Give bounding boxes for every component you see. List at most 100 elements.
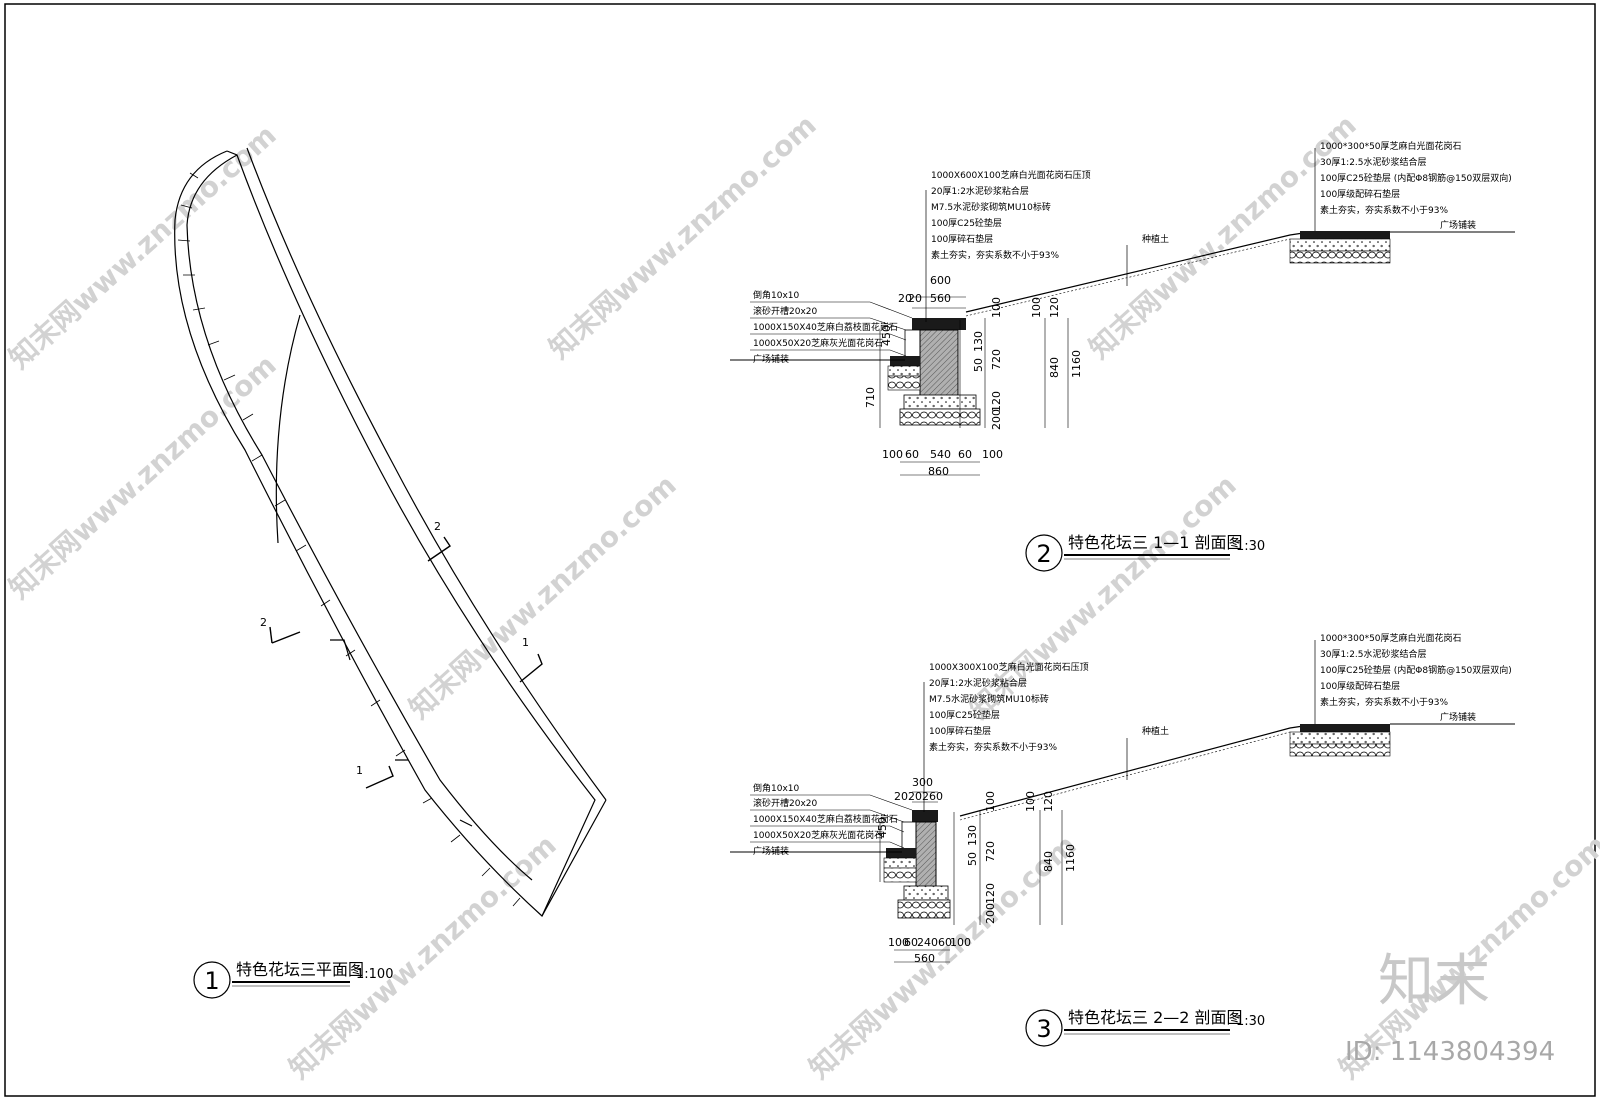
dim-bottom-total: 860	[928, 465, 949, 478]
section-1-drawing	[730, 148, 1515, 476]
sheet-border	[4, 3, 1596, 1097]
section-2-dimensions: 300 20 20 260 100 60 240 60 100 560 450 …	[876, 776, 1077, 965]
dim-left: 450	[880, 325, 893, 346]
paving-note: 1000*300*50厚芝麻白光面花岗石	[1320, 632, 1462, 644]
section-2-title: 特色花坛三 2—2 剖面图	[1068, 1008, 1243, 1027]
dim-vert: 200	[990, 409, 1003, 430]
watermark-text: 知末网www.znzmo.com	[3, 118, 283, 375]
dim-top: 300	[912, 776, 933, 789]
section-2-drawing	[730, 640, 1515, 963]
left-note: 倒角10x10	[753, 782, 800, 794]
dim-vert: 100	[1030, 297, 1043, 318]
dim-bottom: 540	[930, 448, 951, 461]
dim-bottom-total: 560	[914, 952, 935, 965]
dim-top: 20	[908, 790, 922, 803]
cap-note: 素土夯实，夯实系数不小于93%	[929, 741, 1057, 753]
left-note: 1000X150X40芝麻白荔枝面花岗石	[753, 321, 898, 333]
left-note: 1000X150X40芝麻白荔枝面花岗石	[753, 813, 898, 825]
watermark-text: 知末网www.znzmo.com	[283, 828, 563, 1085]
paving-note: 30厚1:2.5水泥砂浆结合层	[1320, 156, 1427, 168]
cap-note: 20厚1:2水泥砂浆粘合层	[931, 185, 1029, 197]
section-2-title-block: 3 特色花坛三 2—2 剖面图 1:30	[1025, 1008, 1265, 1047]
dim-bottom: 60	[958, 448, 972, 461]
dim-vert: 120	[984, 883, 997, 904]
dim-vert: 130	[966, 825, 979, 846]
dim-top: 260	[922, 790, 943, 803]
watermark-text: 知末网www.znzmo.com	[803, 828, 1083, 1085]
dim-bottom: 100	[888, 936, 909, 949]
cap-note: M7.5水泥砂浆砌筑MU10标砖	[931, 201, 1051, 213]
paving-note: 100厚级配碎石垫层	[1320, 188, 1400, 200]
paving-note: 素土夯实，夯实系数不小于93%	[1320, 696, 1448, 708]
dim-vert: 50	[966, 852, 979, 866]
dim-vert: 100	[990, 297, 1003, 318]
dim-top: 560	[930, 292, 951, 305]
section-1-paving-notes: 1000*300*50厚芝麻白光面花岗石 30厚1:2.5水泥砂浆结合层 100…	[1142, 140, 1512, 245]
dim-top: 20	[894, 790, 908, 803]
paving-note: 100厚级配碎石垫层	[1320, 680, 1400, 692]
section-1-title-block: 2 特色花坛三 1—1 剖面图 1:30	[1025, 533, 1265, 572]
dim-vert: 720	[990, 349, 1003, 370]
plan-title: 特色花坛三平面图	[236, 960, 364, 979]
section-mark-label: 1	[522, 636, 529, 649]
watermark-id: ID: 1143804394	[1345, 1037, 1555, 1067]
dim-bottom: 100	[882, 448, 903, 461]
section-2-cap-notes: 1000X300X100芝麻白光面花岗石压顶 20厚1:2水泥砂浆粘合层 M7.…	[929, 661, 1089, 753]
dim-bottom: 60	[938, 936, 952, 949]
section-2-paving-notes: 1000*300*50厚芝麻白光面花岗石 30厚1:2.5水泥砂浆结合层 100…	[1142, 632, 1512, 737]
dim-vert-total: 1160	[1070, 350, 1083, 378]
paving-note: 100厚C25砼垫层 (内配Φ8钢筋@150双层双向)	[1320, 172, 1512, 184]
plan-title-block: 1 特色花坛三平面图 1:100	[193, 960, 393, 999]
plan-drawing	[174, 147, 607, 917]
dim-vert: 100	[1024, 791, 1037, 812]
dim-left: 450	[876, 817, 889, 838]
cap-note: 20厚1:2水泥砂浆粘合层	[929, 677, 1027, 689]
left-note: 倒角10x10	[753, 289, 800, 301]
dim-vert: 840	[1048, 357, 1061, 378]
section-1-title: 特色花坛三 1—1 剖面图	[1068, 533, 1243, 552]
dim-vert: 720	[984, 841, 997, 862]
left-note: 滚砂开槽20x20	[753, 305, 818, 317]
dim-bottom: 100	[950, 936, 971, 949]
paving-label: 广场铺装	[1440, 219, 1476, 231]
section-2-left-notes: 倒角10x10 滚砂开槽20x20 1000X150X40芝麻白荔枝面花岗石 1…	[753, 782, 898, 857]
watermark-text: 知末网www.znzmo.com	[3, 348, 283, 605]
cap-note: 100厚碎石垫层	[931, 233, 993, 245]
paving-label: 广场铺装	[1440, 711, 1476, 723]
section-1-dimensions: 600 20 20 560 100 60 540 60 100 860 450 …	[864, 274, 1083, 478]
dim-vert: 100	[984, 791, 997, 812]
section-mark-label: 1	[356, 764, 363, 777]
paving-note: 30厚1:2.5水泥砂浆结合层	[1320, 648, 1427, 660]
dim-bottom: 60	[904, 936, 918, 949]
dim-vert: 200	[984, 903, 997, 924]
dim-top: 20	[908, 292, 922, 305]
dim-vert-total: 1160	[1064, 844, 1077, 872]
cap-note: 1000X600X100芝麻白光面花岗石压顶	[931, 169, 1091, 181]
left-note: 1000X50X20芝麻灰光面花岗石	[753, 829, 883, 841]
section-1-scale: 1:30	[1236, 539, 1265, 554]
left-note: 1000X50X20芝麻灰光面花岗石	[753, 337, 883, 349]
cap-note: M7.5水泥砂浆砌筑MU10标砖	[929, 693, 1049, 705]
plan-section-labels: 1 1 2 2	[260, 520, 529, 777]
dim-bottom: 100	[982, 448, 1003, 461]
section-1-marker: 2	[1036, 540, 1051, 568]
dim-bottom: 240	[917, 936, 938, 949]
cap-note: 100厚C25砼垫层	[931, 217, 1002, 229]
left-note: 广场铺装	[753, 845, 789, 857]
left-note: 广场铺装	[753, 353, 789, 365]
watermark-text: 知末网www.znzmo.com	[403, 468, 683, 725]
paving-note: 素土夯实，夯实系数不小于93%	[1320, 204, 1448, 216]
dim-vert: 120	[1042, 791, 1055, 812]
dim-vert: 130	[972, 331, 985, 352]
section-mark-label: 2	[434, 520, 441, 533]
cap-note: 素土夯实，夯实系数不小于93%	[931, 249, 1059, 261]
paving-note: 100厚C25砼垫层 (内配Φ8钢筋@150双层双向)	[1320, 664, 1512, 676]
dim-left: 710	[864, 387, 877, 408]
section-1-cap-notes: 1000X600X100芝麻白光面花岗石压顶 20厚1:2水泥砂浆粘合层 M7.…	[931, 169, 1091, 261]
cap-note: 100厚碎石垫层	[929, 725, 991, 737]
cap-note: 100厚C25砼垫层	[929, 709, 1000, 721]
cap-note: 1000X300X100芝麻白光面花岗石压顶	[929, 661, 1089, 673]
dim-top: 600	[930, 274, 951, 287]
slope-label: 种植土	[1142, 725, 1169, 737]
